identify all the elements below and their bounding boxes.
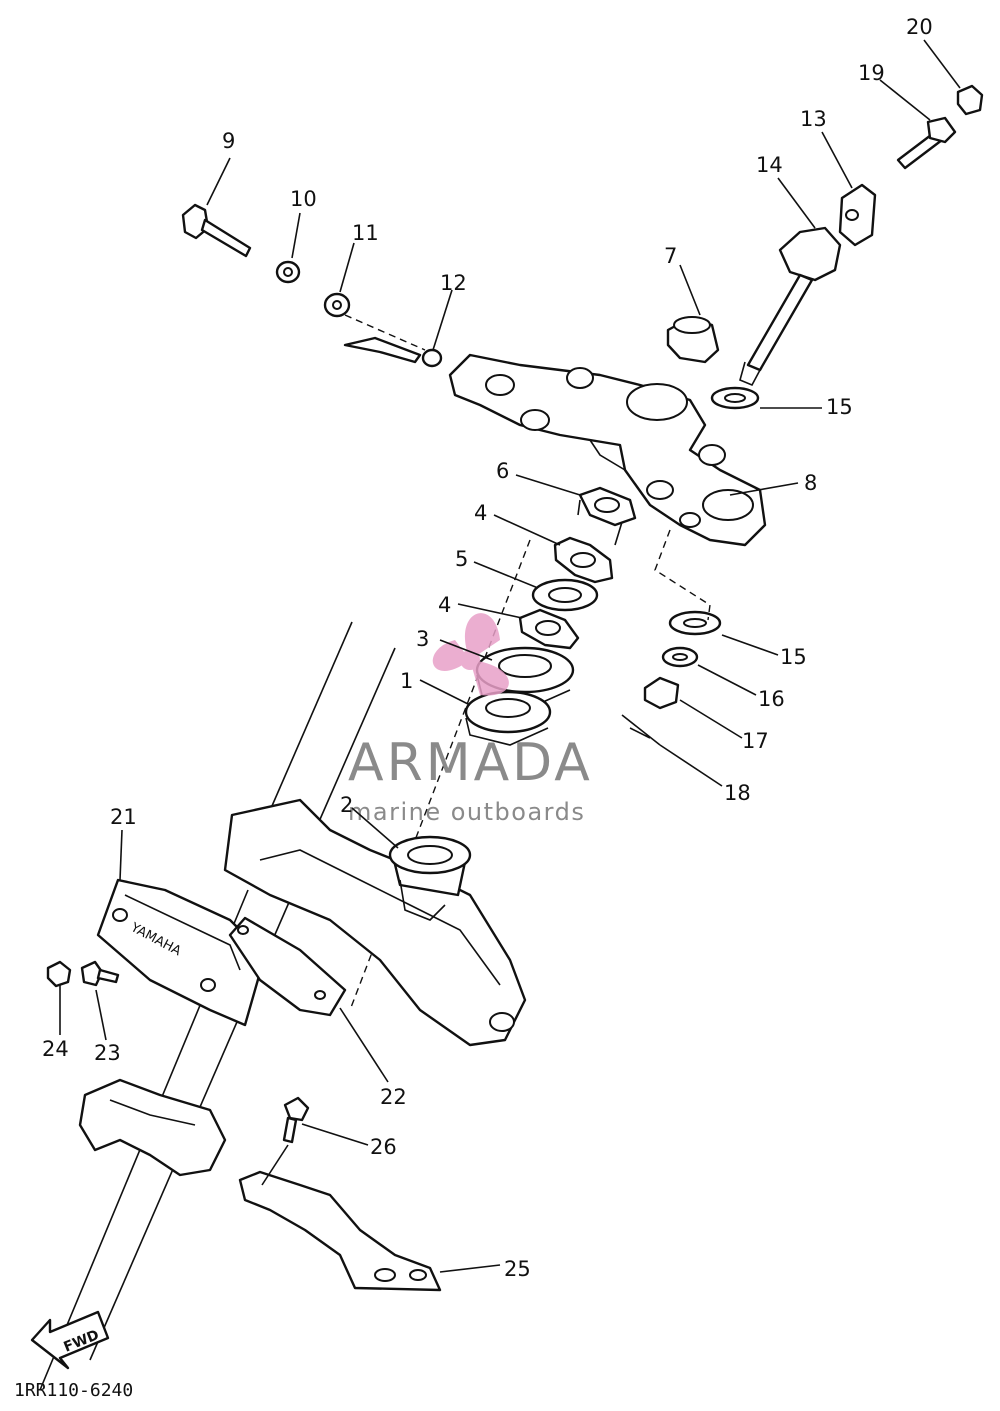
- adjuster-6: [577, 486, 637, 546]
- cap-24: [46, 960, 72, 988]
- washer-10: [275, 260, 301, 284]
- clip-12: [343, 314, 443, 368]
- washer-5: [531, 578, 599, 612]
- part-label-4-upper: 4: [474, 501, 487, 525]
- part-label-22: 22: [380, 1085, 407, 1109]
- bolt-26: [282, 1096, 310, 1144]
- part-label-4-lower: 4: [438, 593, 451, 617]
- washer-15-upper: [710, 386, 760, 410]
- part-label-5: 5: [455, 547, 468, 571]
- part-label-11: 11: [352, 221, 379, 245]
- bearing-2: [388, 835, 472, 921]
- part-label-9: 9: [222, 129, 235, 153]
- part-label-6: 6: [496, 459, 509, 483]
- clip-18: [621, 714, 661, 746]
- part-label-21: 21: [110, 805, 137, 829]
- part-label-16: 16: [758, 687, 785, 711]
- part-label-14: 14: [756, 153, 783, 177]
- lock-washer-16: [661, 646, 699, 668]
- part-label-26: 26: [370, 1135, 397, 1159]
- bracket-22: [228, 916, 347, 1017]
- nut-17: [643, 676, 680, 710]
- part-label-2: 2: [340, 793, 353, 817]
- part-label-8: 8: [804, 471, 817, 495]
- washer-15-lower: [668, 610, 722, 636]
- lower-bracket: [223, 798, 527, 1047]
- part-label-24: 24: [42, 1037, 69, 1061]
- part-label-15-lower: 15: [780, 645, 807, 669]
- part-label-10: 10: [290, 187, 317, 211]
- part-labels: 1 2 3 4 4 5 6 7 8 9 10 11 12 13 14 15 15…: [42, 15, 933, 1281]
- upper-bracket-8: [448, 353, 767, 547]
- nut-20: [956, 84, 984, 116]
- watermark-tagline: marine outboards: [348, 798, 585, 826]
- lower-fork-crown: [78, 1078, 227, 1177]
- part-label-7: 7: [664, 244, 677, 268]
- axis-line-right: [654, 529, 711, 621]
- watermark: ARMADA marine outboards: [348, 613, 593, 826]
- washer-11: [323, 292, 351, 318]
- part-label-17: 17: [742, 729, 769, 753]
- part-label-15-upper: 15: [826, 395, 853, 419]
- ring-nut-4-lower: [518, 608, 580, 650]
- bolt-9: [181, 203, 252, 258]
- handlebar-holder-14: [739, 226, 842, 387]
- part-label-12: 12: [440, 271, 467, 295]
- part-label-19: 19: [858, 61, 885, 85]
- part-label-23: 23: [94, 1041, 121, 1065]
- emblem-21: YAMAHA: [96, 878, 267, 1027]
- fwd-arrow: FWD: [30, 1310, 110, 1370]
- ring-nut-4-upper: [553, 536, 614, 584]
- part-label-25: 25: [504, 1257, 531, 1281]
- bolt-19: [896, 116, 957, 170]
- cable-guide-25: [238, 1170, 442, 1292]
- part-label-1: 1: [400, 669, 413, 693]
- cap-nut-7: [666, 316, 720, 364]
- holder-13: [838, 183, 877, 247]
- diagram-code: 1RR110-6240: [14, 1380, 133, 1401]
- bearing-1: [464, 690, 552, 746]
- watermark-name: ARMADA: [348, 733, 593, 793]
- bolt-23: [80, 960, 120, 987]
- part-label-20: 20: [906, 15, 933, 39]
- part-label-18: 18: [724, 781, 751, 805]
- leader-lines: [59, 39, 961, 1273]
- part-label-13: 13: [800, 107, 827, 131]
- part-label-3: 3: [416, 627, 429, 651]
